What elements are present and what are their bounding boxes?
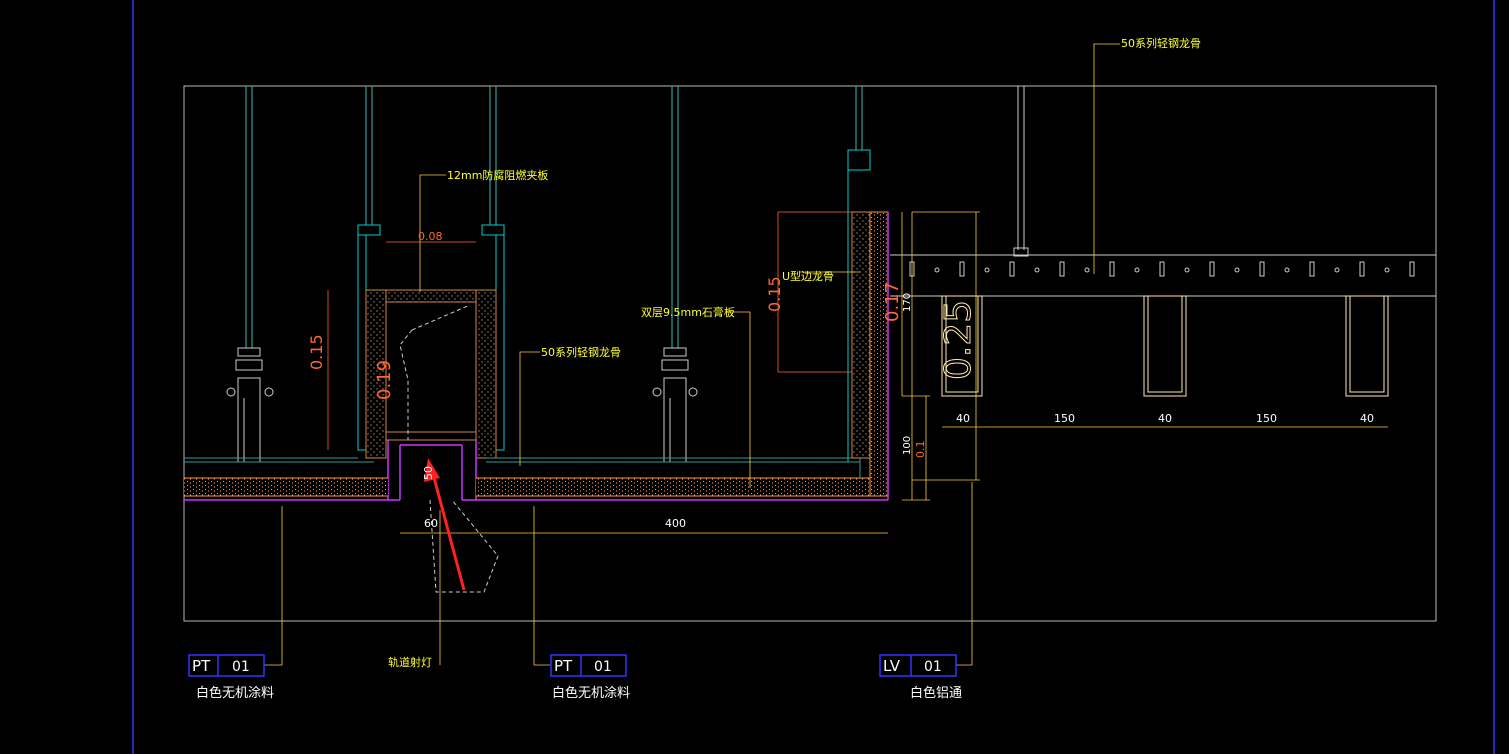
dim-0-1: 0.1 — [914, 441, 927, 459]
aluminum-grille — [890, 86, 1436, 397]
material-tag-pt-left: PT 01 白色无机涂料 — [188, 654, 274, 701]
grille-slot — [1009, 261, 1015, 277]
grille-slot — [1409, 261, 1415, 277]
label-50-keel-left: 50系列轻钢龙骨 — [541, 345, 621, 359]
hanger-bracket-left — [226, 347, 274, 463]
grille-slot — [1259, 261, 1265, 277]
tag-number: 01 — [924, 659, 942, 675]
sheet-frame — [132, 0, 1495, 754]
leader-lines — [264, 43, 1120, 666]
grille-slot — [1309, 261, 1315, 277]
red-arrow-annotation — [424, 458, 466, 591]
dim-100: 100 — [902, 436, 913, 455]
tag-description: 白色无机涂料 — [196, 685, 274, 701]
tag-number: 01 — [232, 659, 250, 675]
dim-50: 50 — [422, 466, 435, 480]
dim-0-15-left: 0.15 — [307, 334, 326, 370]
grille-hole — [1184, 267, 1190, 273]
grille-hole — [1234, 267, 1240, 273]
grille-slots — [909, 261, 1415, 277]
grille-slot — [1109, 261, 1115, 277]
dim-150-a: 150 — [1054, 412, 1075, 425]
ceiling-layers — [184, 457, 888, 501]
grille-hole — [984, 267, 990, 273]
tag-code: PT — [554, 657, 573, 675]
dim-170: 170 — [902, 293, 913, 312]
tag-description: 白色铝通 — [910, 685, 962, 701]
grille-hole — [1334, 267, 1340, 273]
dim-400: 400 — [665, 517, 686, 530]
grille-hole — [1384, 267, 1390, 273]
dim-0-19: 0.19 — [374, 360, 395, 400]
tag-number: 01 — [594, 659, 612, 675]
label-double-gypsum: 双层9.5mm石膏板 — [641, 305, 735, 319]
dim-40-b: 40 — [1158, 412, 1172, 425]
tag-description: 白色无机涂料 — [552, 685, 630, 701]
hanger-rods — [245, 86, 863, 348]
dim-40-c: 40 — [1360, 412, 1374, 425]
grille-slot — [1209, 261, 1215, 277]
dim-0-08: 0.08 — [418, 230, 443, 243]
grille-hole — [1034, 267, 1040, 273]
grille-slot — [1059, 261, 1065, 277]
grille-hole — [934, 267, 940, 273]
material-tag-lv-right: LV 01 白色铝通 — [879, 654, 962, 701]
tag-code: PT — [192, 657, 211, 675]
grille-hole — [1134, 267, 1140, 273]
grille-hole — [1084, 267, 1090, 273]
label-track-light: 轨道射灯 — [388, 655, 432, 669]
label-u-edge-keel: U型边龙骨 — [782, 269, 834, 283]
dim-0-15-right: 0.15 — [765, 276, 784, 312]
hanger-bracket-mid — [652, 347, 698, 463]
grille-slot — [959, 261, 965, 277]
material-tag-pt-center: PT 01 白色无机涂料 — [550, 654, 630, 701]
right-wall-section — [847, 149, 889, 500]
grille-slot — [1159, 261, 1165, 277]
tag-code: LV — [883, 657, 901, 675]
label-12mm-board: 12mm防腐阻燃夹板 — [447, 168, 548, 182]
dim-40-a: 40 — [956, 412, 970, 425]
dim-0-25: 0.25 — [938, 300, 979, 380]
dim-150-b: 150 — [1256, 412, 1277, 425]
dimension-lines — [327, 211, 1388, 534]
light-trough-box — [357, 224, 505, 593]
grille-slot — [1359, 261, 1365, 277]
label-50-keel-top: 50系列轻钢龙骨 — [1121, 36, 1201, 50]
dim-0-17: 0.17 — [882, 282, 903, 322]
grille-hole — [1284, 267, 1290, 273]
dim-60: 60 — [424, 517, 438, 530]
